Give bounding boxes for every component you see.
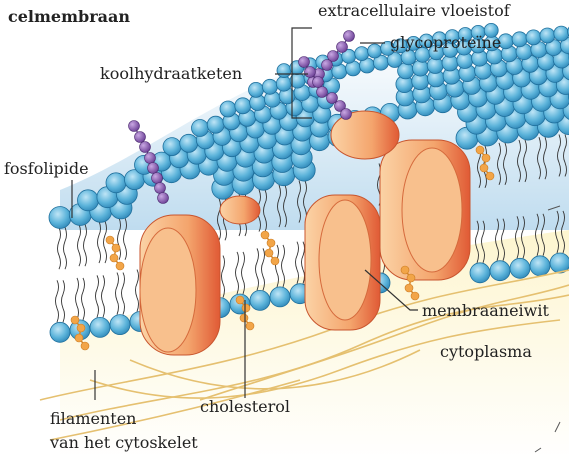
phospholipid-head <box>106 173 126 193</box>
label-extracellular-fluid: extracellulaire vloeistof <box>318 2 510 20</box>
label-filaments-line2: van het cytoskelet <box>50 434 198 452</box>
label-cholesterol: cholesterol <box>200 398 290 416</box>
phospholipid-head <box>249 82 264 97</box>
phospholipid-head <box>163 138 181 156</box>
phospholipid-head <box>78 190 99 211</box>
label-filaments-line1: filamenten <box>50 410 136 428</box>
phospholipid-head <box>262 79 277 94</box>
phospholipid-head <box>412 60 428 76</box>
phospholipid-head <box>250 290 270 310</box>
phospholipid-head <box>355 47 369 61</box>
label-phospholipid: fosfolipide <box>4 160 89 178</box>
label-cytoplasm: cytoplasma <box>440 343 532 361</box>
phospholipid-head <box>235 98 251 114</box>
phospholipid-head <box>470 263 490 283</box>
phospholipid-head <box>368 44 382 58</box>
phospholipid-head <box>512 32 527 47</box>
phospholipid-head <box>510 258 530 278</box>
label-membrane-protein: membraaneiwit <box>422 302 549 320</box>
phospholipid-head <box>220 101 236 117</box>
label-carbohydrate-chain: koolhydraatketen <box>100 65 242 83</box>
phospholipid-head <box>530 256 550 276</box>
label-glycoprotein: glycoproteïne <box>390 34 501 52</box>
phospholipid-head <box>277 64 291 78</box>
diagram-title: celmembraan <box>8 8 130 26</box>
membrane-protein <box>140 215 220 355</box>
phospholipid-head <box>554 26 569 41</box>
membrane-protein <box>380 140 470 280</box>
glycoprotein-body <box>331 111 399 159</box>
phospholipid-head <box>90 317 110 337</box>
phospholipid-head <box>192 120 209 137</box>
peripheral-protein <box>220 196 260 224</box>
phospholipid-head <box>49 207 71 229</box>
phospholipid-head <box>207 116 224 133</box>
membrane-protein <box>305 195 380 330</box>
phospholipid-head <box>110 315 130 335</box>
phospholipid-head <box>490 261 510 281</box>
phospholipid-head <box>270 287 290 307</box>
phospholipid-head <box>180 134 198 152</box>
phospholipid-head <box>276 76 291 91</box>
phospholipid-head <box>540 28 555 43</box>
phospholipid-head <box>50 322 70 342</box>
phospholipid-head <box>526 30 541 45</box>
